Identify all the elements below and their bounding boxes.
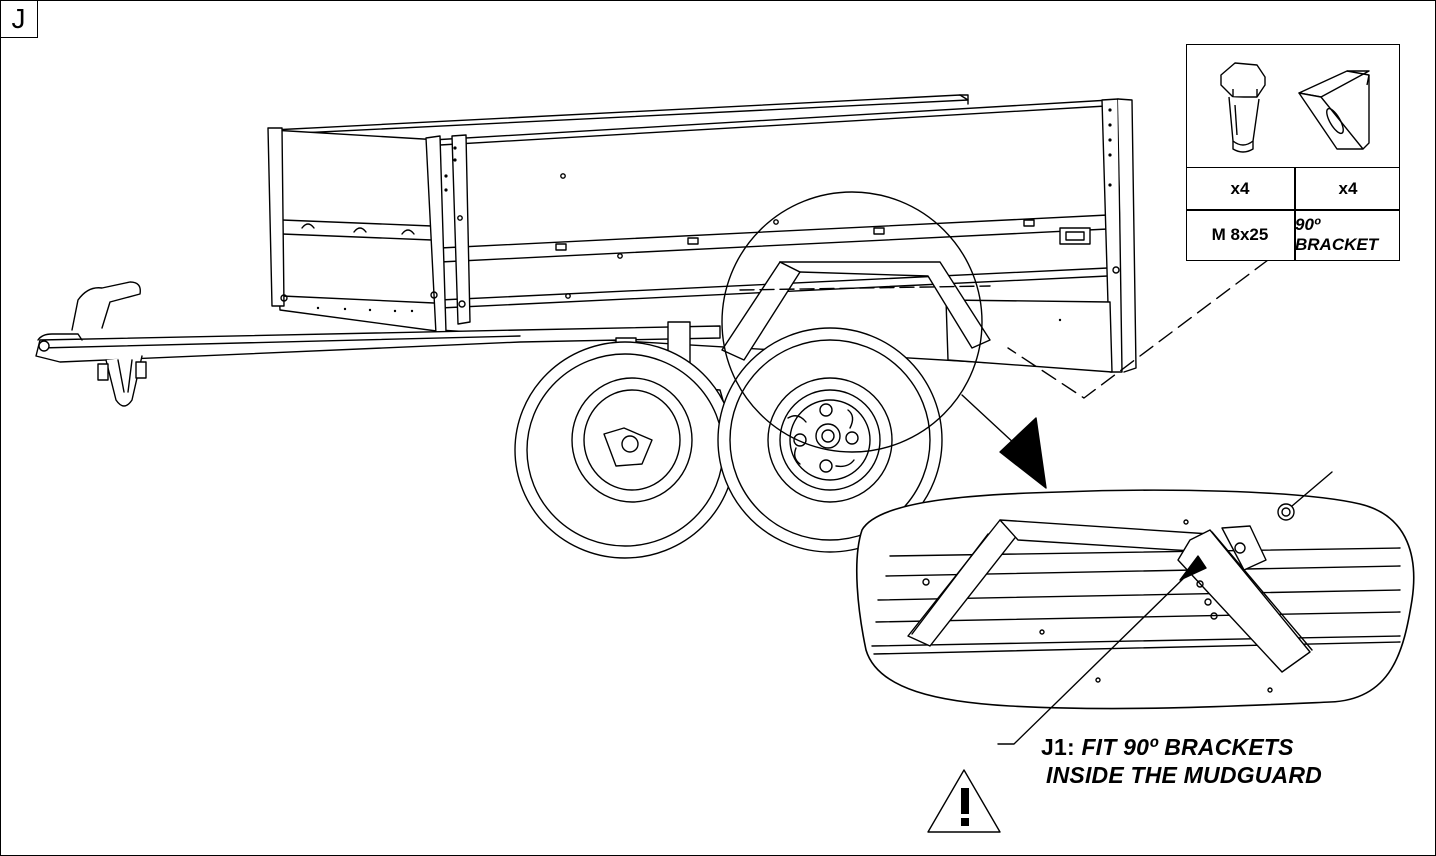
bolt-spec: M 8x25 — [1211, 225, 1269, 244]
parts-icons-row — [1187, 45, 1399, 168]
rear-wheel — [514, 341, 736, 559]
detail-circle — [721, 191, 983, 453]
parts-leader-line — [1007, 259, 1269, 399]
mudguard — [721, 261, 991, 361]
callout-line-1: FIT 90º BRACKETS — [1081, 734, 1294, 760]
trailer-body — [267, 94, 1137, 373]
drawbar — [35, 281, 721, 407]
warning-triangle-icon — [927, 769, 1001, 833]
front-wheel — [717, 327, 943, 553]
detail-arrow-shaft — [961, 394, 1017, 446]
angle-bracket-icon — [1298, 70, 1370, 150]
flange-bolt-icon — [1220, 62, 1266, 153]
parts-table: x4 x4 M 8x25 90º BRACKET — [1186, 44, 1400, 261]
callout-line-2: INSIDE THE MUDGUARD — [1046, 762, 1322, 788]
callout-number: J1: — [1041, 734, 1075, 760]
step-label: J — [0, 0, 38, 38]
bracket-spec: 90º BRACKET — [1295, 215, 1379, 254]
detail-view — [856, 471, 1415, 710]
callout-leader-line — [997, 573, 1189, 745]
bracket-quantity: x4 — [1338, 179, 1358, 198]
instruction-callout: J1: FIT 90º BRACKETS INSIDE THE MUDGUARD — [1041, 733, 1322, 789]
arrow-down-right-icon — [999, 417, 1047, 489]
bolt-quantity: x4 — [1230, 179, 1250, 198]
